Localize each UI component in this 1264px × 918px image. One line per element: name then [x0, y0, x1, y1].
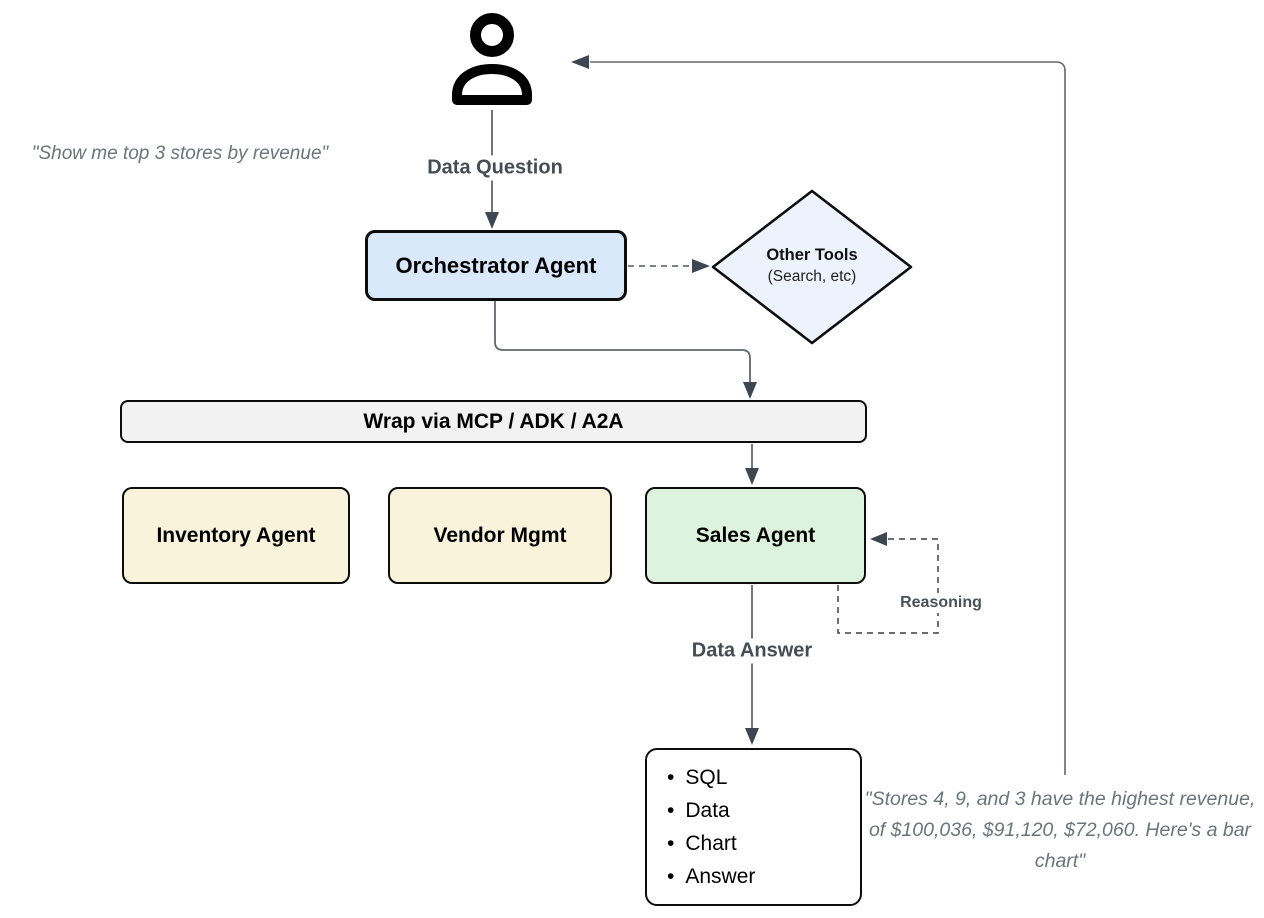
sales-agent-node: Sales Agent: [645, 487, 866, 584]
wire-answer-to-user: [590, 61, 1066, 775]
arrowhead-into-output: [745, 728, 759, 745]
person-icon: [444, 8, 540, 112]
sales-agent-label: Sales Agent: [695, 523, 816, 547]
arrowhead-into-sales: [745, 468, 759, 485]
vendor-mgmt-node: Vendor Mgmt: [388, 487, 612, 584]
other-tools-label-group: Other Tools (Search, etc): [732, 244, 892, 288]
arrowhead-reasoning: [870, 532, 887, 546]
data-answer-label: Data Answer: [683, 638, 821, 664]
output-item: Answer: [667, 860, 755, 893]
output-node: SQL Data Chart Answer: [645, 748, 862, 906]
orchestrator-agent-node: Orchestrator Agent: [365, 230, 627, 301]
output-item: Chart: [667, 827, 755, 860]
vendor-mgmt-label: Vendor Mgmt: [433, 523, 567, 547]
wrap-mcp-adk-a2a-node: Wrap via MCP / ADK / A2A: [120, 400, 867, 443]
arrowhead-into-wrapbar: [743, 382, 757, 399]
wire-orchestrator-to-wrapbar: [494, 301, 751, 382]
inventory-agent-label: Inventory Agent: [156, 523, 316, 547]
arrowhead-into-orchestrator: [485, 212, 499, 229]
agent-answer-quote: "Stores 4, 9, and 3 have the highest rev…: [864, 788, 1256, 872]
inventory-agent-node: Inventory Agent: [122, 487, 350, 584]
arrowhead-into-tools: [692, 259, 710, 273]
output-item: SQL: [667, 761, 755, 794]
other-tools-subtitle: (Search, etc): [767, 268, 857, 285]
other-tools-diamond: [711, 189, 913, 345]
other-tools-title: Other Tools: [766, 246, 858, 264]
output-item: Data: [667, 794, 755, 827]
user-question-quote: "Show me top 3 stores by revenue": [31, 143, 329, 164]
wire-reasoning-loop: [837, 538, 939, 634]
output-list: SQL Data Chart Answer: [647, 761, 755, 893]
arrowhead-into-user: [571, 55, 589, 69]
wrap-bar-label: Wrap via MCP / ADK / A2A: [363, 409, 624, 433]
orchestrator-agent-label: Orchestrator Agent: [395, 252, 597, 278]
reasoning-label: Reasoning: [894, 593, 988, 613]
data-question-label: Data Question: [419, 155, 571, 181]
